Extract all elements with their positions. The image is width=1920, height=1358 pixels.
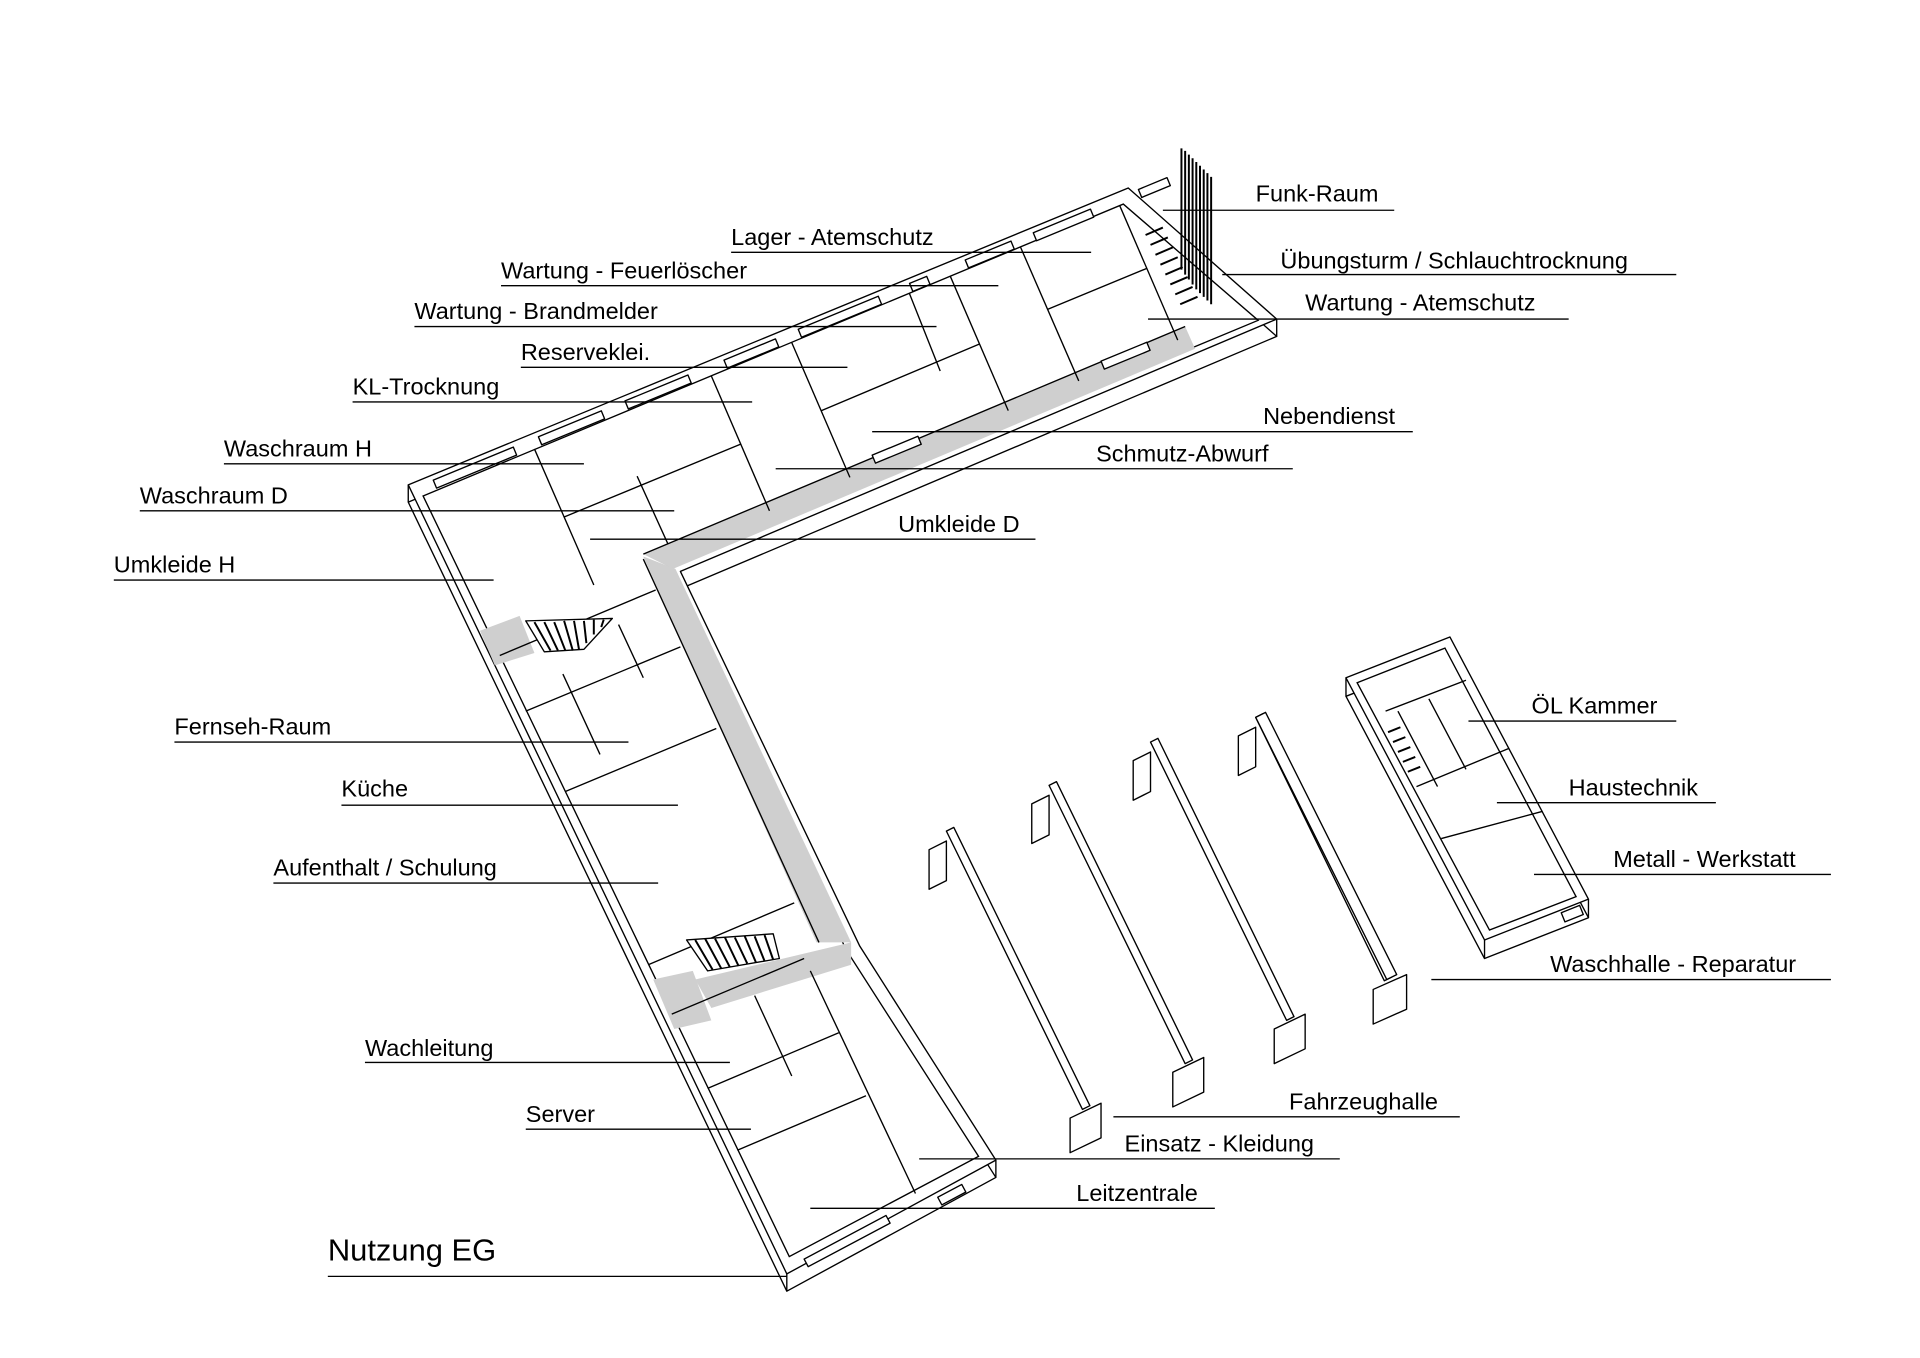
stairs-top bbox=[525, 617, 614, 653]
window-slots bbox=[432, 176, 1171, 1268]
svg-text:Aufenthalt / Schulung: Aufenthalt / Schulung bbox=[273, 855, 496, 881]
workshop-building bbox=[1345, 636, 1590, 960]
svg-text:Nutzung EG: Nutzung EG bbox=[328, 1232, 496, 1267]
label-fernseh-raum: Fernseh-Raum bbox=[174, 714, 629, 743]
label-waschhalle-reparatur: Waschhalle - Reparatur bbox=[1431, 951, 1831, 981]
svg-text:Waschhalle - Reparatur: Waschhalle - Reparatur bbox=[1550, 951, 1796, 977]
svg-text:Lager - Atemschutz: Lager - Atemschutz bbox=[731, 224, 933, 250]
svg-text:Metall - Werkstatt: Metall - Werkstatt bbox=[1613, 846, 1796, 872]
hall-wall bbox=[1132, 737, 1306, 1065]
svg-text:Umkleide D: Umkleide D bbox=[898, 511, 1019, 537]
label-schmutz-abwurf: Schmutz-Abwurf bbox=[775, 440, 1293, 470]
main-building bbox=[407, 148, 1278, 1292]
landing-bottom bbox=[653, 970, 712, 1030]
label-nebendienst: Nebendienst bbox=[872, 403, 1413, 433]
svg-text:ÖL Kammer: ÖL Kammer bbox=[1532, 693, 1658, 719]
diagram-title: Nutzung EG bbox=[327, 1232, 787, 1278]
svg-text:KL-Trocknung: KL-Trocknung bbox=[353, 374, 500, 400]
label-wartung-feuerloescher: Wartung - Feuerlöscher bbox=[501, 257, 999, 287]
label-metall-werkstatt: Metall - Werkstatt bbox=[1534, 846, 1831, 876]
svg-text:Reserveklei.: Reserveklei. bbox=[521, 339, 650, 365]
label-aufenthalt-schulung: Aufenthalt / Schulung bbox=[273, 855, 659, 884]
label-fahrzeughalle: Fahrzeughalle bbox=[1113, 1088, 1460, 1118]
corridor-lower bbox=[643, 556, 852, 943]
label-waschraum-d: Waschraum D bbox=[140, 482, 675, 512]
lower-wing-partitions bbox=[499, 589, 917, 1194]
label-uebungsturm: Übungsturm / Schlauchtrocknung bbox=[1222, 247, 1677, 276]
stairs-tower bbox=[1145, 226, 1198, 306]
svg-text:Funk-Raum: Funk-Raum bbox=[1256, 181, 1379, 207]
room-labels: Funk-Raum Übungsturm / Schlauchtrocknung… bbox=[114, 181, 1831, 1278]
label-kl-trocknung: KL-Trocknung bbox=[352, 374, 753, 403]
hall-wall bbox=[1031, 780, 1205, 1108]
svg-text:Fernseh-Raum: Fernseh-Raum bbox=[174, 714, 331, 740]
hall-walls bbox=[928, 711, 1408, 1154]
label-haustechnik: Haustechnik bbox=[1496, 774, 1716, 804]
svg-text:Übungsturm / Schlauchtrocknung: Übungsturm / Schlauchtrocknung bbox=[1280, 247, 1628, 273]
stairs-bottom bbox=[685, 933, 781, 972]
hall-wall bbox=[928, 826, 1102, 1154]
upper-wing-partitions bbox=[533, 205, 1179, 586]
corridor-connection bbox=[695, 942, 852, 1008]
label-wartung-atemschutz: Wartung - Atemschutz bbox=[1148, 289, 1569, 320]
svg-text:Umkleide H: Umkleide H bbox=[114, 552, 235, 578]
label-lager-atemschutz: Lager - Atemschutz bbox=[731, 224, 1092, 253]
landing-top bbox=[480, 615, 535, 666]
hall-wall bbox=[1237, 711, 1408, 1025]
corridor-upper bbox=[643, 326, 1196, 569]
svg-text:Einsatz - Kleidung: Einsatz - Kleidung bbox=[1125, 1130, 1314, 1156]
svg-text:Haustechnik: Haustechnik bbox=[1569, 774, 1699, 800]
svg-text:Waschraum D: Waschraum D bbox=[140, 482, 288, 508]
label-waschraum-h: Waschraum H bbox=[223, 435, 584, 465]
svg-text:Fahrzeughalle: Fahrzeughalle bbox=[1289, 1088, 1438, 1114]
label-wachleitung: Wachleitung bbox=[364, 1035, 730, 1064]
label-server: Server bbox=[526, 1101, 751, 1130]
svg-text:Küche: Küche bbox=[341, 775, 408, 801]
label-reserveklei: Reserveklei. bbox=[520, 339, 848, 369]
label-leitzentrale: Leitzentrale bbox=[810, 1180, 1215, 1210]
svg-text:Schmutz-Abwurf: Schmutz-Abwurf bbox=[1096, 440, 1269, 466]
label-umkleide-d: Umkleide D bbox=[590, 511, 1036, 540]
label-funk-raum: Funk-Raum bbox=[1162, 181, 1395, 211]
svg-text:Leitzentrale: Leitzentrale bbox=[1076, 1180, 1198, 1206]
label-umkleide-h: Umkleide H bbox=[114, 552, 494, 581]
stairs-workshop bbox=[1387, 726, 1421, 773]
label-oel-kammer: ÖL Kammer bbox=[1468, 693, 1677, 722]
label-kueche: Küche bbox=[341, 775, 678, 806]
label-einsatz-kleidung: Einsatz - Kleidung bbox=[919, 1130, 1340, 1160]
svg-text:Nebendienst: Nebendienst bbox=[1263, 403, 1395, 429]
svg-text:Wartung - Brandmelder: Wartung - Brandmelder bbox=[414, 298, 658, 324]
svg-text:Wartung - Feuerlöscher: Wartung - Feuerlöscher bbox=[501, 257, 747, 283]
svg-text:Waschraum H: Waschraum H bbox=[224, 435, 372, 461]
training-tower bbox=[1180, 148, 1213, 305]
svg-text:Wachleitung: Wachleitung bbox=[365, 1035, 493, 1061]
label-wartung-brandmelder: Wartung - Brandmelder bbox=[414, 298, 937, 328]
svg-text:Wartung - Atemschutz: Wartung - Atemschutz bbox=[1305, 289, 1535, 315]
svg-text:Server: Server bbox=[526, 1101, 595, 1127]
